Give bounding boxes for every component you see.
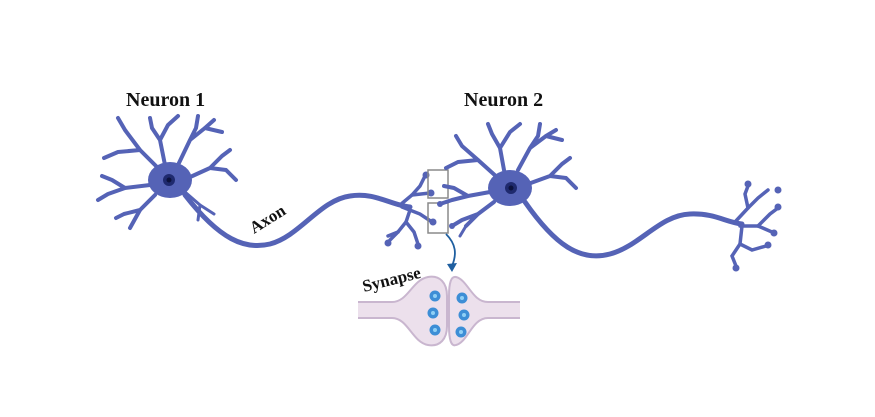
neuron-2-dendrites — [438, 122, 578, 238]
vesicles — [427, 290, 441, 336]
neuron-1-axon-terminals — [386, 174, 434, 246]
axon — [182, 192, 413, 249]
neuron-2-axon-terminals — [730, 184, 780, 268]
neuron-1 — [96, 114, 238, 230]
presynaptic-terminal — [358, 275, 448, 347]
neuron-2-terminal-knobs — [732, 180, 782, 272]
axon-label: Axon — [246, 200, 289, 237]
neuron-2-axon — [522, 199, 745, 259]
neuron-2-label: Neuron 2 — [464, 89, 543, 111]
neuron-2-dendrite-tips — [437, 201, 455, 229]
synapse-detail — [358, 275, 520, 347]
neuron-1-label: Neuron 1 — [126, 89, 205, 111]
neuron-2 — [437, 122, 578, 238]
receptors — [455, 292, 470, 338]
postsynaptic-terminal — [448, 275, 520, 347]
zoom-arrow — [445, 233, 457, 272]
